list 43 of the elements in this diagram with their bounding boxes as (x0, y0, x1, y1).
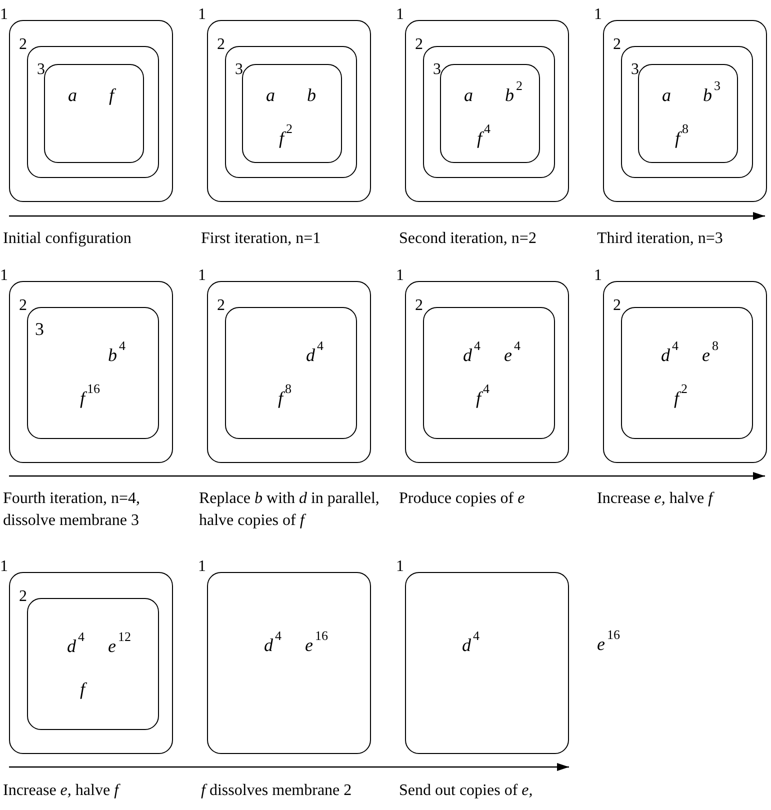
membrane-number: 1 (396, 559, 404, 575)
membrane-number: 3 (235, 62, 243, 78)
object-multiset: f (109, 85, 114, 105)
step-caption: Increase e, halve f (3, 781, 122, 801)
object-multiset: a (266, 85, 275, 105)
object-multiset: 3 (35, 319, 44, 339)
membrane-number: 1 (594, 268, 602, 284)
step-caption: Produce copies of e (399, 489, 526, 509)
step-caption: Fourth iteration, n=4, dissolve membrane 3 (3, 489, 142, 531)
membrane-number: 1 (0, 559, 8, 575)
membrane-number: 2 (613, 37, 621, 53)
membrane-number: 2 (217, 298, 225, 314)
membrane-number: 1 (198, 268, 206, 284)
step-caption: Increase e, halve f (597, 489, 716, 509)
membrane-number: 1 (0, 268, 8, 284)
object-multiset: f (80, 679, 86, 699)
membrane-number: 2 (19, 589, 27, 605)
membrane-number: 2 (613, 298, 621, 314)
step-caption: Third iteration, n=3 (597, 229, 724, 249)
step-caption: Second iteration, n=2 (399, 229, 538, 249)
step-caption: Replace b with d in parallel, halve copies of f (199, 489, 380, 531)
membrane-number: 3 (433, 62, 441, 78)
membrane-number: 1 (396, 268, 404, 284)
step-caption: Send out copies of e, (399, 781, 534, 801)
membrane-number: 1 (198, 559, 206, 575)
step-caption: f dissolves membrane 2 (201, 781, 353, 801)
step-caption: First iteration, n=1 (201, 229, 322, 249)
membrane-number: 3 (37, 62, 45, 78)
membrane-number: 2 (217, 37, 225, 53)
object-multiset: a (464, 85, 473, 105)
object-multiset: b (307, 85, 316, 105)
membrane-number: 1 (594, 7, 602, 23)
membrane-number: 1 (396, 7, 404, 23)
membrane-number: 2 (415, 37, 423, 53)
object-multiset: a (662, 85, 671, 105)
object-multiset: a (68, 85, 77, 105)
membrane-number: 2 (415, 298, 423, 314)
membrane-number: 2 (19, 37, 27, 53)
membrane-number: 3 (631, 62, 639, 78)
membrane-number: 2 (19, 298, 27, 314)
step-caption: Initial configuration (3, 229, 132, 249)
membrane-number: 1 (0, 7, 8, 23)
membrane-number: 1 (198, 7, 206, 23)
